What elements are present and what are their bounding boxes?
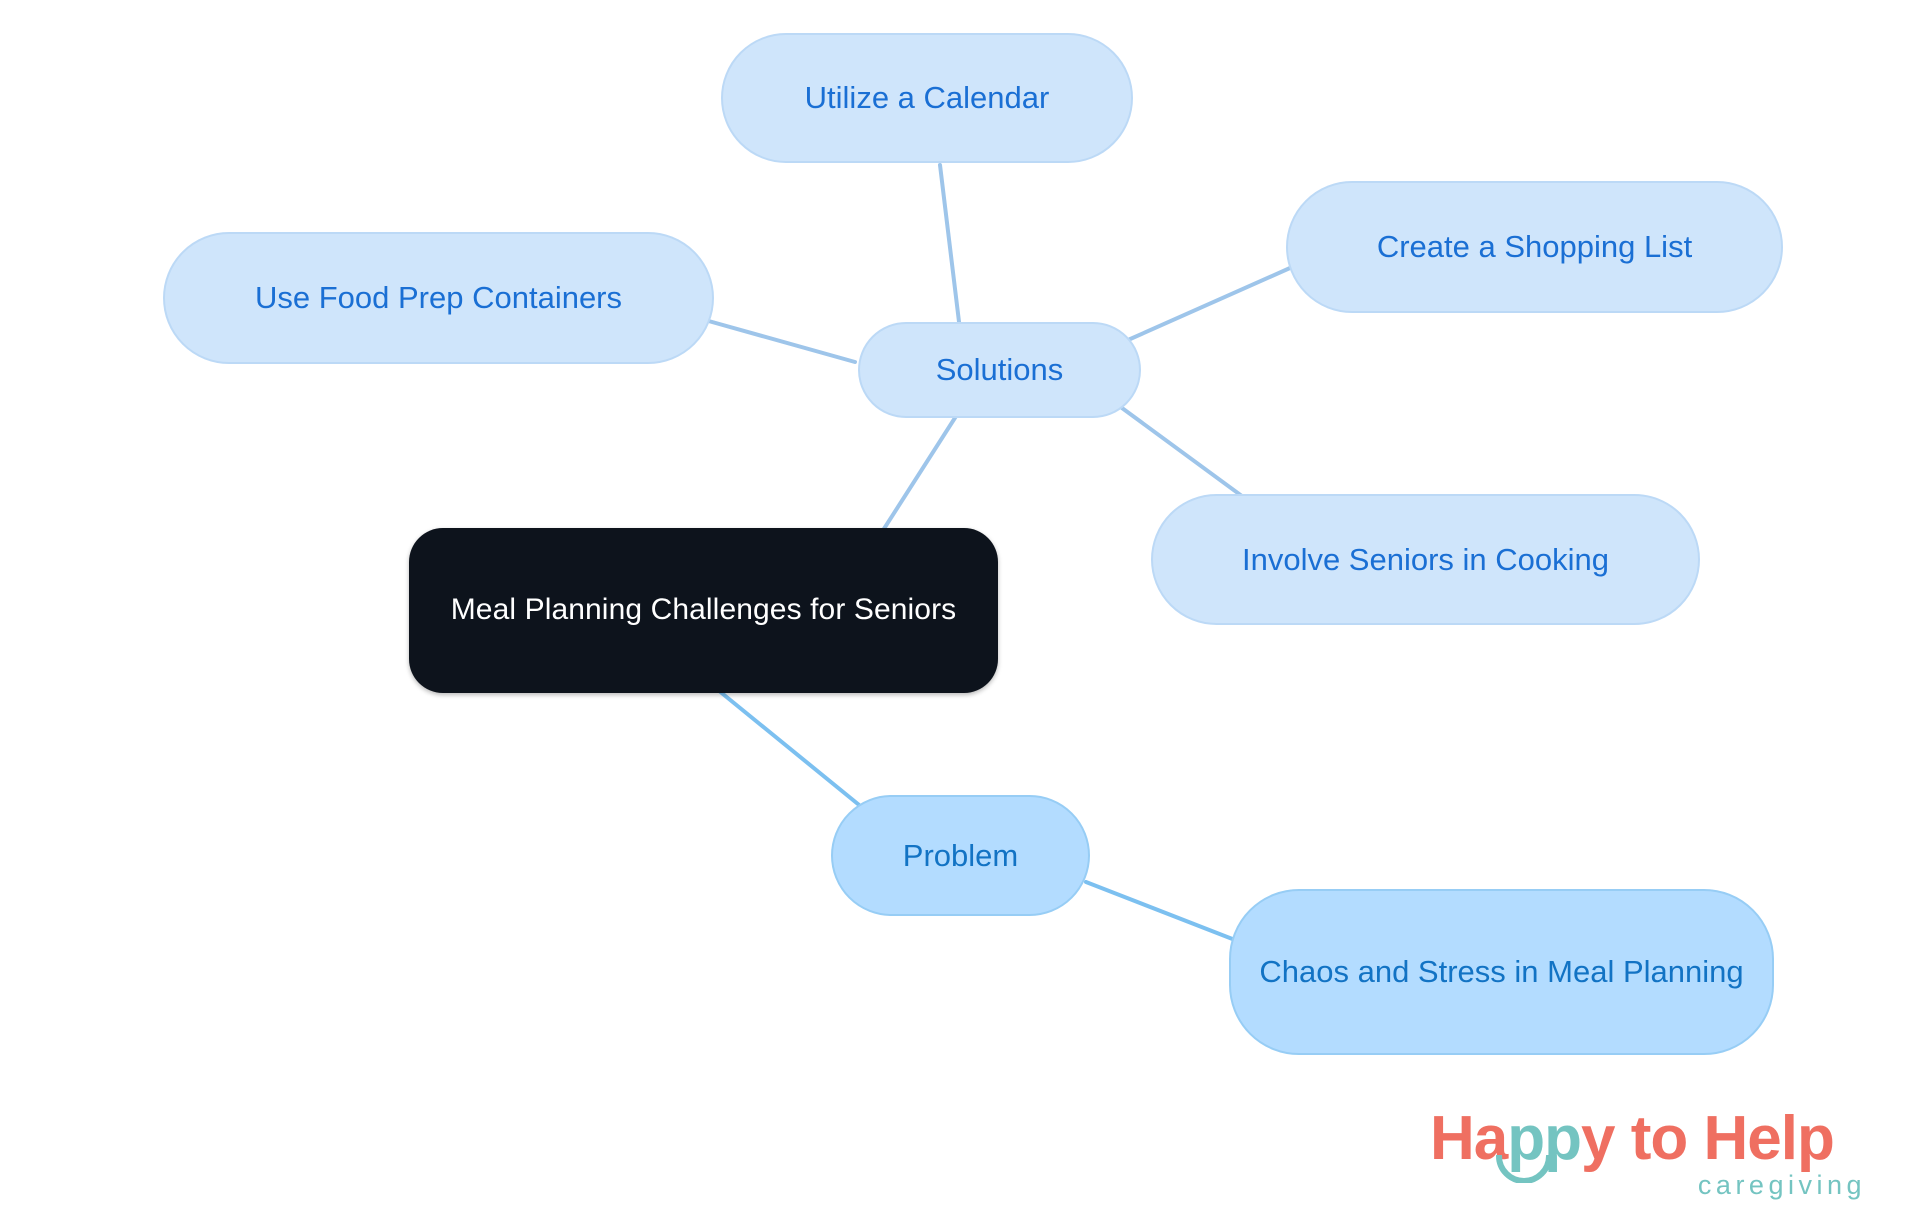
- logo-text-ha: Ha: [1430, 1104, 1508, 1173]
- logo-wordmark: Happy to Help: [1430, 1108, 1835, 1170]
- edge-solutions-utilize-a-calendar: [938, 163, 962, 332]
- logo-text-y: y: [1581, 1104, 1615, 1173]
- node-label: Utilize a Calendar: [804, 80, 1050, 116]
- logo-text-spacer-1: [1615, 1104, 1631, 1173]
- node-chaos-and-stress-in-meal-planning[interactable]: Chaos and Stress in Meal Planning: [1229, 889, 1774, 1055]
- node-root-meal-planning-challenges-for-seniors[interactable]: Meal Planning Challenges for Seniors: [409, 528, 998, 693]
- node-use-food-prep-containers[interactable]: Use Food Prep Containers: [163, 232, 714, 364]
- smile-icon: [1496, 1155, 1552, 1183]
- node-label: Problem: [902, 837, 1019, 873]
- node-label: Solutions: [935, 352, 1064, 388]
- node-label: Meal Planning Challenges for Seniors: [450, 593, 957, 627]
- node-create-a-shopping-list[interactable]: Create a Shopping List: [1286, 181, 1783, 313]
- edge-problem-chaos-and-stress-in-meal-planning: [1084, 880, 1237, 942]
- brand-logo: Happy to Help caregiving: [1430, 1108, 1870, 1208]
- node-involve-seniors-in-cooking[interactable]: Involve Seniors in Cooking: [1151, 494, 1700, 625]
- logo-text-help: Help: [1703, 1104, 1835, 1173]
- edge-solutions-use-food-prep-containers: [703, 318, 857, 364]
- logo-text-pp: pp: [1507, 1104, 1582, 1173]
- node-label: Use Food Prep Containers: [254, 280, 623, 316]
- edge-root-problem: [716, 688, 882, 824]
- logo-tagline: caregiving: [1697, 1170, 1866, 1200]
- logo-text-to: to: [1630, 1104, 1689, 1173]
- node-solutions[interactable]: Solutions: [858, 322, 1141, 418]
- node-label: Involve Seniors in Cooking: [1241, 541, 1610, 577]
- edge-solutions-create-a-shopping-list: [1126, 266, 1292, 342]
- logo-text-spacer-2: [1687, 1104, 1703, 1173]
- node-label: Chaos and Stress in Meal Planning: [1259, 954, 1744, 990]
- node-label: Create a Shopping List: [1376, 229, 1693, 265]
- node-problem[interactable]: Problem: [831, 795, 1090, 916]
- edge-root-solutions: [878, 408, 962, 537]
- node-utilize-a-calendar[interactable]: Utilize a Calendar: [721, 33, 1133, 163]
